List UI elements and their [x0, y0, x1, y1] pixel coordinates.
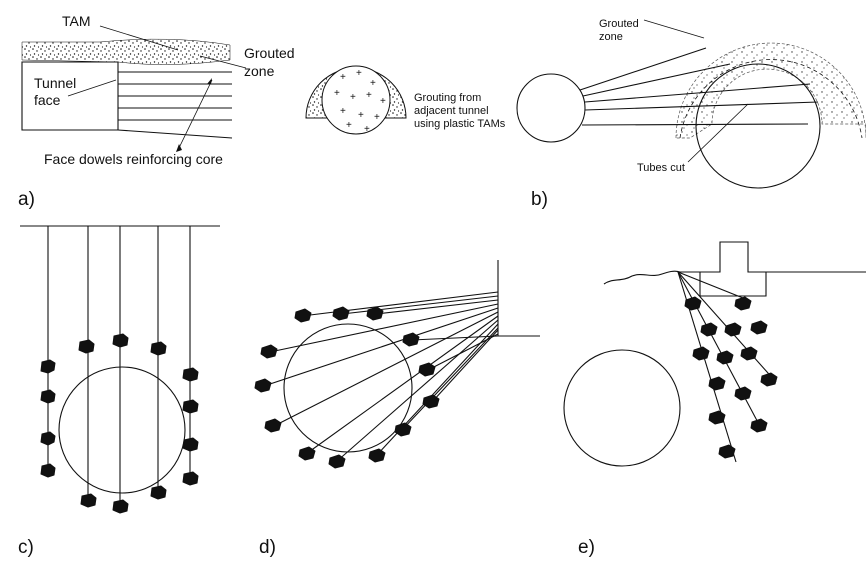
svg-text:+: + [340, 106, 346, 117]
adjacent-tunnel-b [516, 73, 586, 143]
panel-d [254, 260, 540, 469]
tunnel-c [58, 366, 186, 494]
svg-text:+: + [334, 88, 340, 99]
face-dowels [117, 71, 233, 139]
panel-label-d: d) [259, 537, 276, 558]
panel-label-b: b) [531, 189, 548, 210]
building-e [699, 241, 767, 297]
grout-bulbs-e [684, 296, 778, 459]
grouted-arch-b [675, 42, 866, 139]
grout-bulbs-d [254, 306, 440, 469]
tam-grout-band [21, 38, 231, 65]
svg-text:+: + [340, 72, 346, 83]
svg-text:+: + [374, 112, 380, 123]
panel-label-c: c) [18, 537, 34, 558]
svg-text:+: + [364, 124, 370, 135]
grouted-zone-label-a: Grouted zone [244, 45, 298, 79]
main-tunnel-b [695, 63, 821, 189]
svg-text:+: + [356, 68, 362, 79]
tunnel-e [563, 349, 681, 467]
panel-e [563, 241, 866, 467]
svg-text:+: + [350, 92, 356, 103]
tunnel-face-label: Tunnel face [34, 75, 80, 108]
svg-text:+: + [370, 78, 376, 89]
grout-bulbs-c [40, 333, 199, 514]
tam-label: TAM [62, 13, 91, 29]
tubes-cut-label: Tubes cut [637, 162, 685, 174]
panel-label-a: a) [18, 189, 35, 210]
vertical-tubes-c [47, 226, 191, 506]
svg-text:+: + [346, 120, 352, 131]
grouting-from-label: Grouting from adjacent tunnel using plas… [414, 92, 506, 130]
panel-label-e: e) [578, 537, 595, 558]
svg-text:+: + [366, 90, 372, 101]
panel-b: Grouted zone Tubes cut [516, 18, 866, 189]
tunnel-face-box [21, 61, 119, 131]
panel-a: TAM Grouted zone Tunnel face Face dowels… [21, 13, 506, 167]
tubes-b [579, 47, 819, 126]
panel-c [20, 225, 220, 514]
grouted-zone-label-b: Grouted zone [599, 18, 642, 43]
svg-text:+: + [380, 96, 386, 107]
grouted-tunnel-section: +++ ++++ +++ ++ [305, 65, 407, 135]
svg-text:+: + [358, 110, 364, 121]
face-dowels-label: Face dowels reinforcing core [44, 151, 223, 167]
